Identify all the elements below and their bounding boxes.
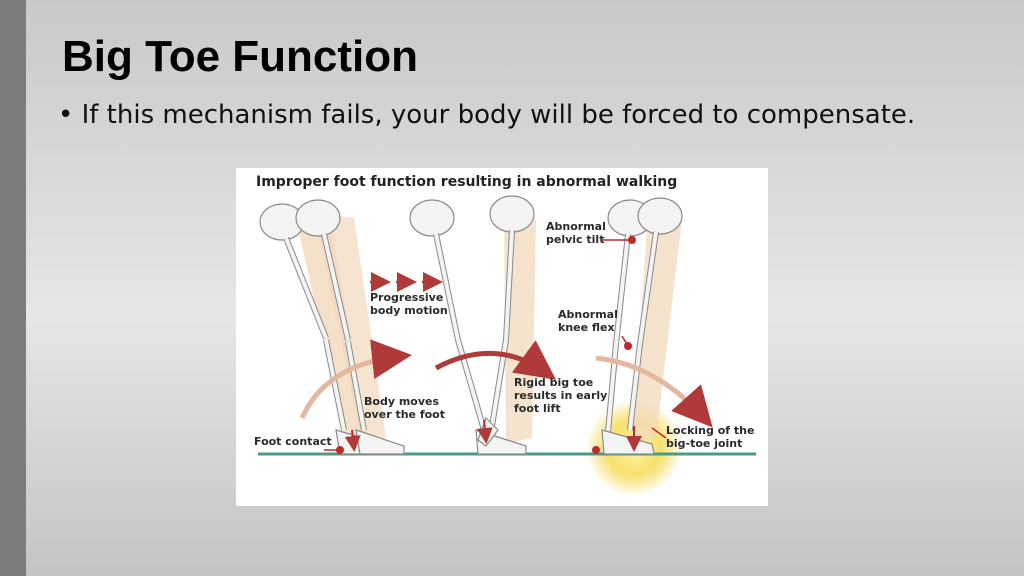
label-locking-1: Locking of the	[666, 424, 754, 437]
label-rigid-3: foot lift	[514, 402, 561, 415]
slide-title: Big Toe Function	[62, 32, 419, 81]
curved-arrow-1	[299, 339, 412, 420]
label-knee-2: knee flex	[558, 321, 615, 334]
curved-arrow-2	[434, 340, 557, 380]
label-knee-1: Abnormal	[558, 308, 618, 321]
walking-diagram-svg: Improper foot function resulting in abno…	[254, 174, 756, 496]
label-progressive-1: Progressive	[370, 291, 443, 304]
leg-figure-1	[259, 199, 405, 455]
leg-figure-2	[409, 195, 536, 455]
label-locking-2: big-toe joint	[666, 437, 742, 450]
walking-diagram: Improper foot function resulting in abno…	[236, 168, 768, 506]
label-body-moves-1: Body moves	[364, 395, 439, 408]
label-progressive-2: body motion	[370, 304, 448, 317]
label-foot-contact: Foot contact	[254, 435, 332, 448]
slide-bullet-text: • If this mechanism fails, your body wil…	[58, 100, 916, 130]
curved-arrow-3	[595, 355, 713, 428]
label-rigid-1: Rigid big toe	[514, 376, 593, 389]
label-body-moves-2: over the foot	[364, 408, 445, 421]
diagram-caption: Improper foot function resulting in abno…	[256, 174, 677, 190]
label-rigid-2: results in early	[514, 389, 607, 402]
slide-side-bar	[0, 0, 26, 576]
annotation-markers	[324, 236, 667, 454]
label-pelvic-2: pelvic tilt	[546, 233, 604, 246]
label-pelvic-1: Abnormal	[546, 220, 606, 233]
